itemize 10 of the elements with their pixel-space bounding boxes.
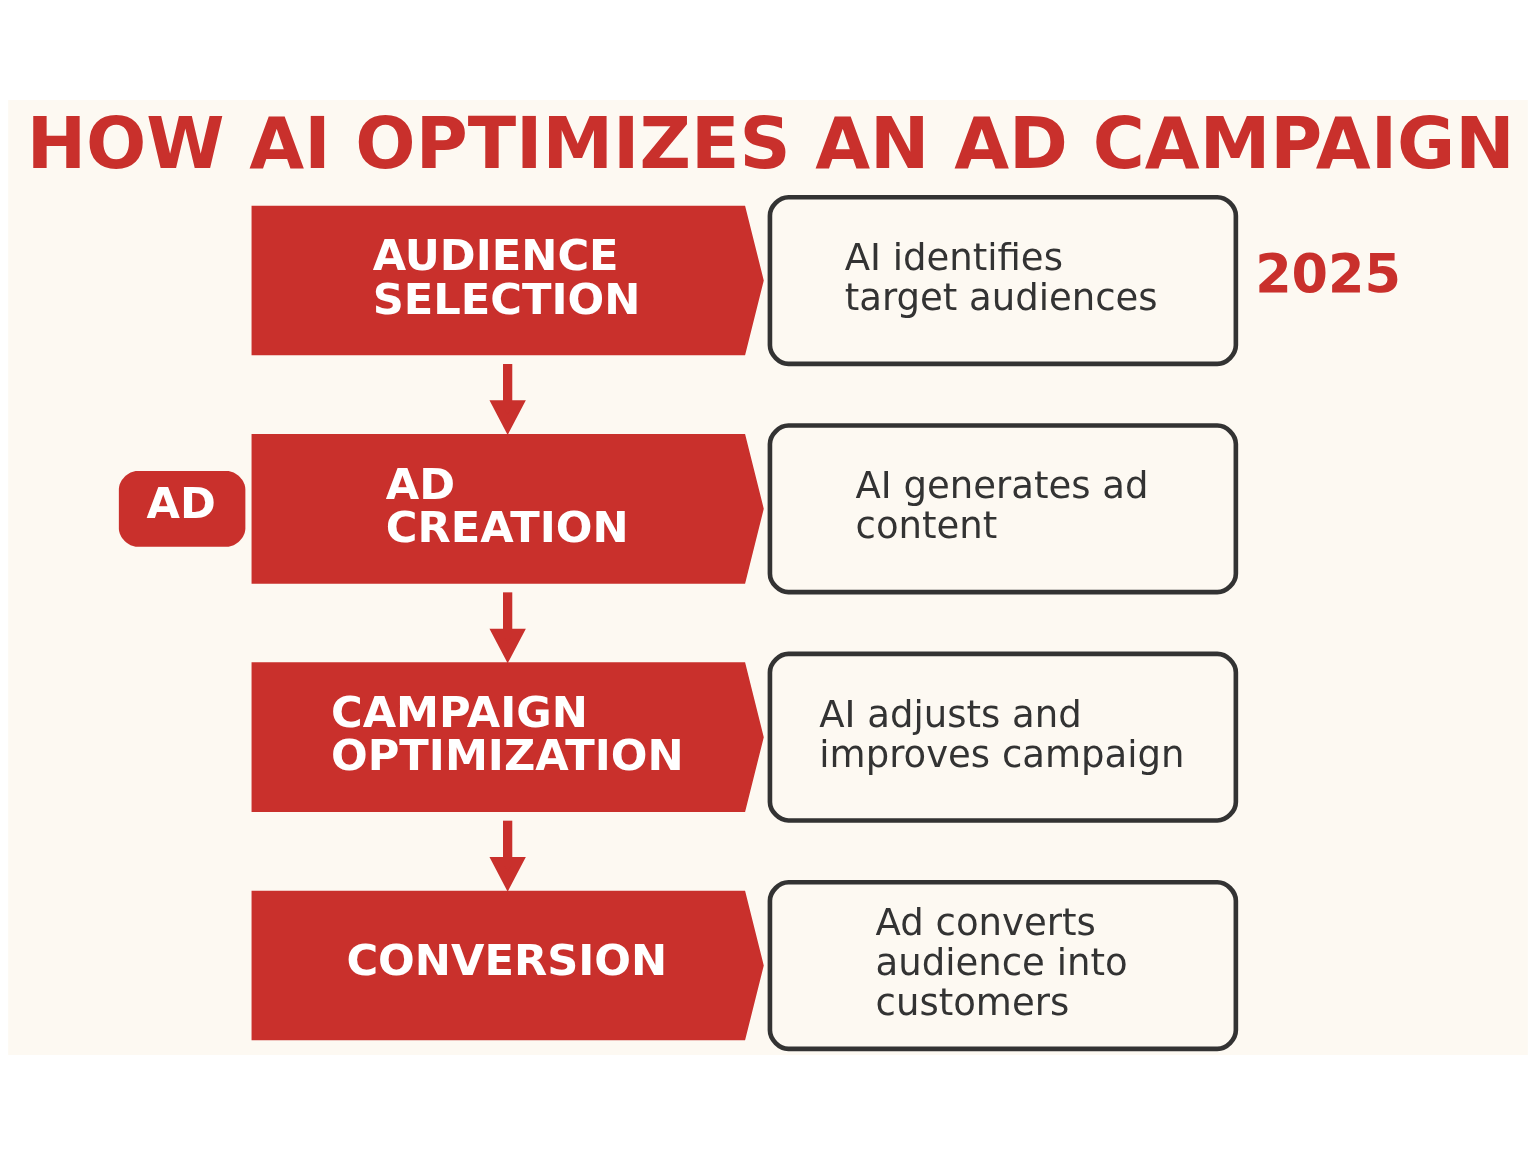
node-box: Ad converts audience into customers: [767, 879, 1239, 1051]
label: AD: [146, 477, 216, 528]
arrow: [489, 820, 526, 892]
diagram-title: HOW AI OPTIMIZES AN AD CAMPAIGN: [26, 101, 1515, 185]
node-box: AI adjusts and improves campaign: [767, 651, 1239, 823]
node-box: AI identifies target audiences: [767, 194, 1239, 366]
arrow: [489, 363, 526, 435]
node-box: AI generates ad content: [767, 422, 1239, 594]
arrow: [489, 591, 526, 663]
label: 2025: [1255, 242, 1402, 304]
